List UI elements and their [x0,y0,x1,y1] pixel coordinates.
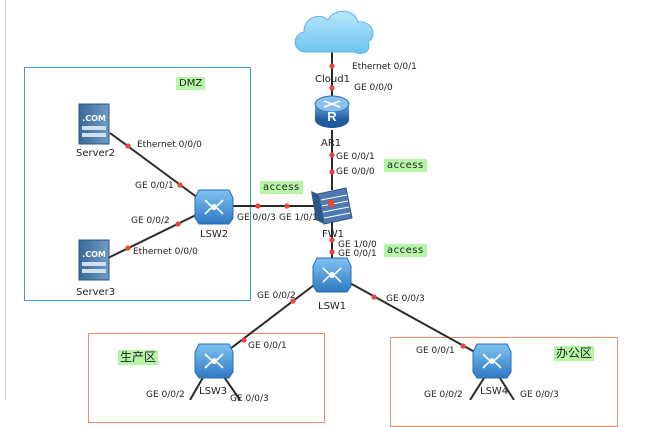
access-tag-ar1: access [384,159,427,172]
server-icon-server2: .COM [78,103,110,145]
access-tag-lsw1: access [384,244,427,257]
device-label-server3: Server3 [76,287,116,298]
canvas-left-border [5,0,6,400]
cloud-icon [294,10,374,55]
firewall-icon [311,187,353,225]
router-icon: R [314,95,350,128]
port-label: Ethernet 0/0/0 [133,247,198,257]
port-label: GE 1/0/1 [279,213,318,223]
device-label-server2: Server2 [76,148,116,159]
port-label: GE 0/0/1 [336,152,375,162]
link-lsw1-lsw4 [347,281,483,357]
port-label: Ethernet 0/0/1 [352,62,417,72]
production-zone-tag: 生产区 [118,350,159,365]
port-dot [371,294,377,300]
server2-glyph: .COM [82,114,106,123]
device-label-cloud1: Cloud1 [315,74,350,85]
port-label: GE 0/0/3 [520,390,559,400]
port-dot [177,182,183,188]
svg-text:R: R [327,109,337,124]
port-label: GE 0/0/1 [338,249,377,259]
port-dot [255,203,261,209]
device-label-lsw2: LSW2 [200,229,229,240]
port-label: GE 0/0/3 [230,394,269,404]
port-label: GE 0/0/1 [248,341,287,351]
port-label: GE 0/0/2 [257,291,296,301]
port-label: GE 0/0/0 [354,83,393,93]
port-dot [329,85,335,91]
port-label: GE 0/0/1 [416,346,455,356]
port-label: GE 0/0/3 [386,294,425,304]
port-dot [290,298,296,304]
port-dot [125,245,131,251]
server3-glyph: .COM [82,250,106,259]
link-lsw4-down-left [469,377,485,400]
switch-icon-lsw1 [312,257,352,293]
port-label: GE 0/0/2 [424,390,463,400]
port-dot [241,337,247,343]
link-server2-lsw2 [109,132,199,199]
port-label: GE 0/0/2 [146,390,185,400]
topology-diagram: R [78,10,515,400]
port-label: Ethernet 0/0/0 [137,140,202,150]
port-label: GE 0/0/3 [237,213,276,223]
link-lsw1-lsw3 [225,281,319,353]
port-dot [460,343,466,349]
link-server3-lsw2 [107,213,199,259]
port-dots [125,63,466,349]
port-dot [125,143,131,149]
device-label-fw1: FW1 [322,229,345,240]
server-icon-server3: .COM [78,239,110,281]
port-dot [175,221,181,227]
device-label-lsw1: LSW1 [318,301,347,312]
switch-icon-lsw3 [194,343,234,379]
device-label-lsw4: LSW4 [480,386,509,397]
access-tag-lsw2: access [260,181,303,194]
port-dot [329,169,335,175]
switch-icon-lsw2 [194,189,234,225]
port-dot [329,237,335,243]
port-dot [329,63,335,69]
port-label: GE 1/0/0 [338,240,377,250]
port-label: GE 0/0/0 [336,167,375,177]
dmz-tag: DMZ [176,77,206,90]
port-dot [329,249,335,255]
device-label-ar1: AR1 [321,138,342,149]
dmz-zone [24,67,251,301]
port-dot [329,152,335,158]
port-label: GE 0/0/1 [135,181,174,191]
link-lsw4-down-right [499,377,515,400]
port-dot [284,203,290,209]
switch-icon-lsw4 [472,343,512,379]
port-label: GE 0/0/2 [131,216,170,226]
device-label-lsw3: LSW3 [199,386,228,397]
office-zone-tag: 办公区 [554,346,595,361]
